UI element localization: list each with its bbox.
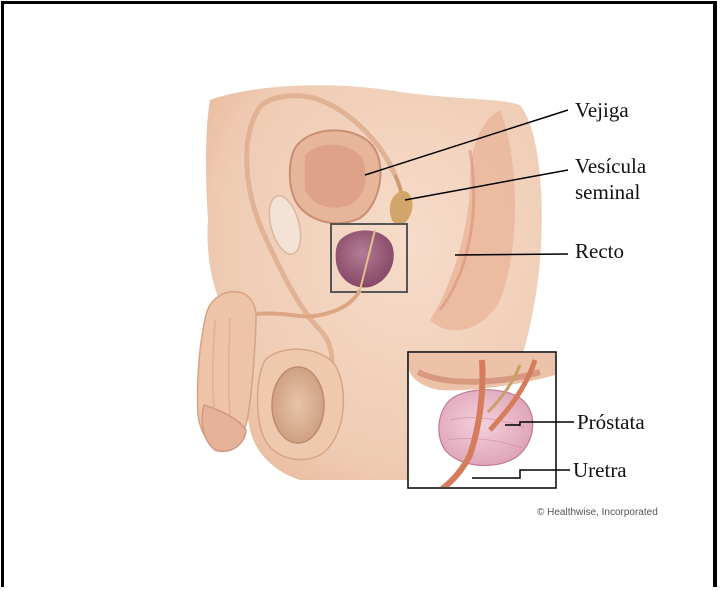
- testis: [272, 367, 324, 443]
- credit-text: © Healthwise, Incorporated: [537, 507, 658, 518]
- label-seminal: seminal: [575, 181, 640, 204]
- label-vejiga: Vejiga: [575, 99, 629, 122]
- leader-recto: [455, 254, 568, 255]
- label-recto: Recto: [575, 240, 624, 263]
- large-prostate: [439, 390, 533, 466]
- label-vesicula: Vesícula: [575, 155, 646, 178]
- label-prostata: Próstata: [577, 411, 645, 434]
- label-uretra: Uretra: [573, 459, 627, 482]
